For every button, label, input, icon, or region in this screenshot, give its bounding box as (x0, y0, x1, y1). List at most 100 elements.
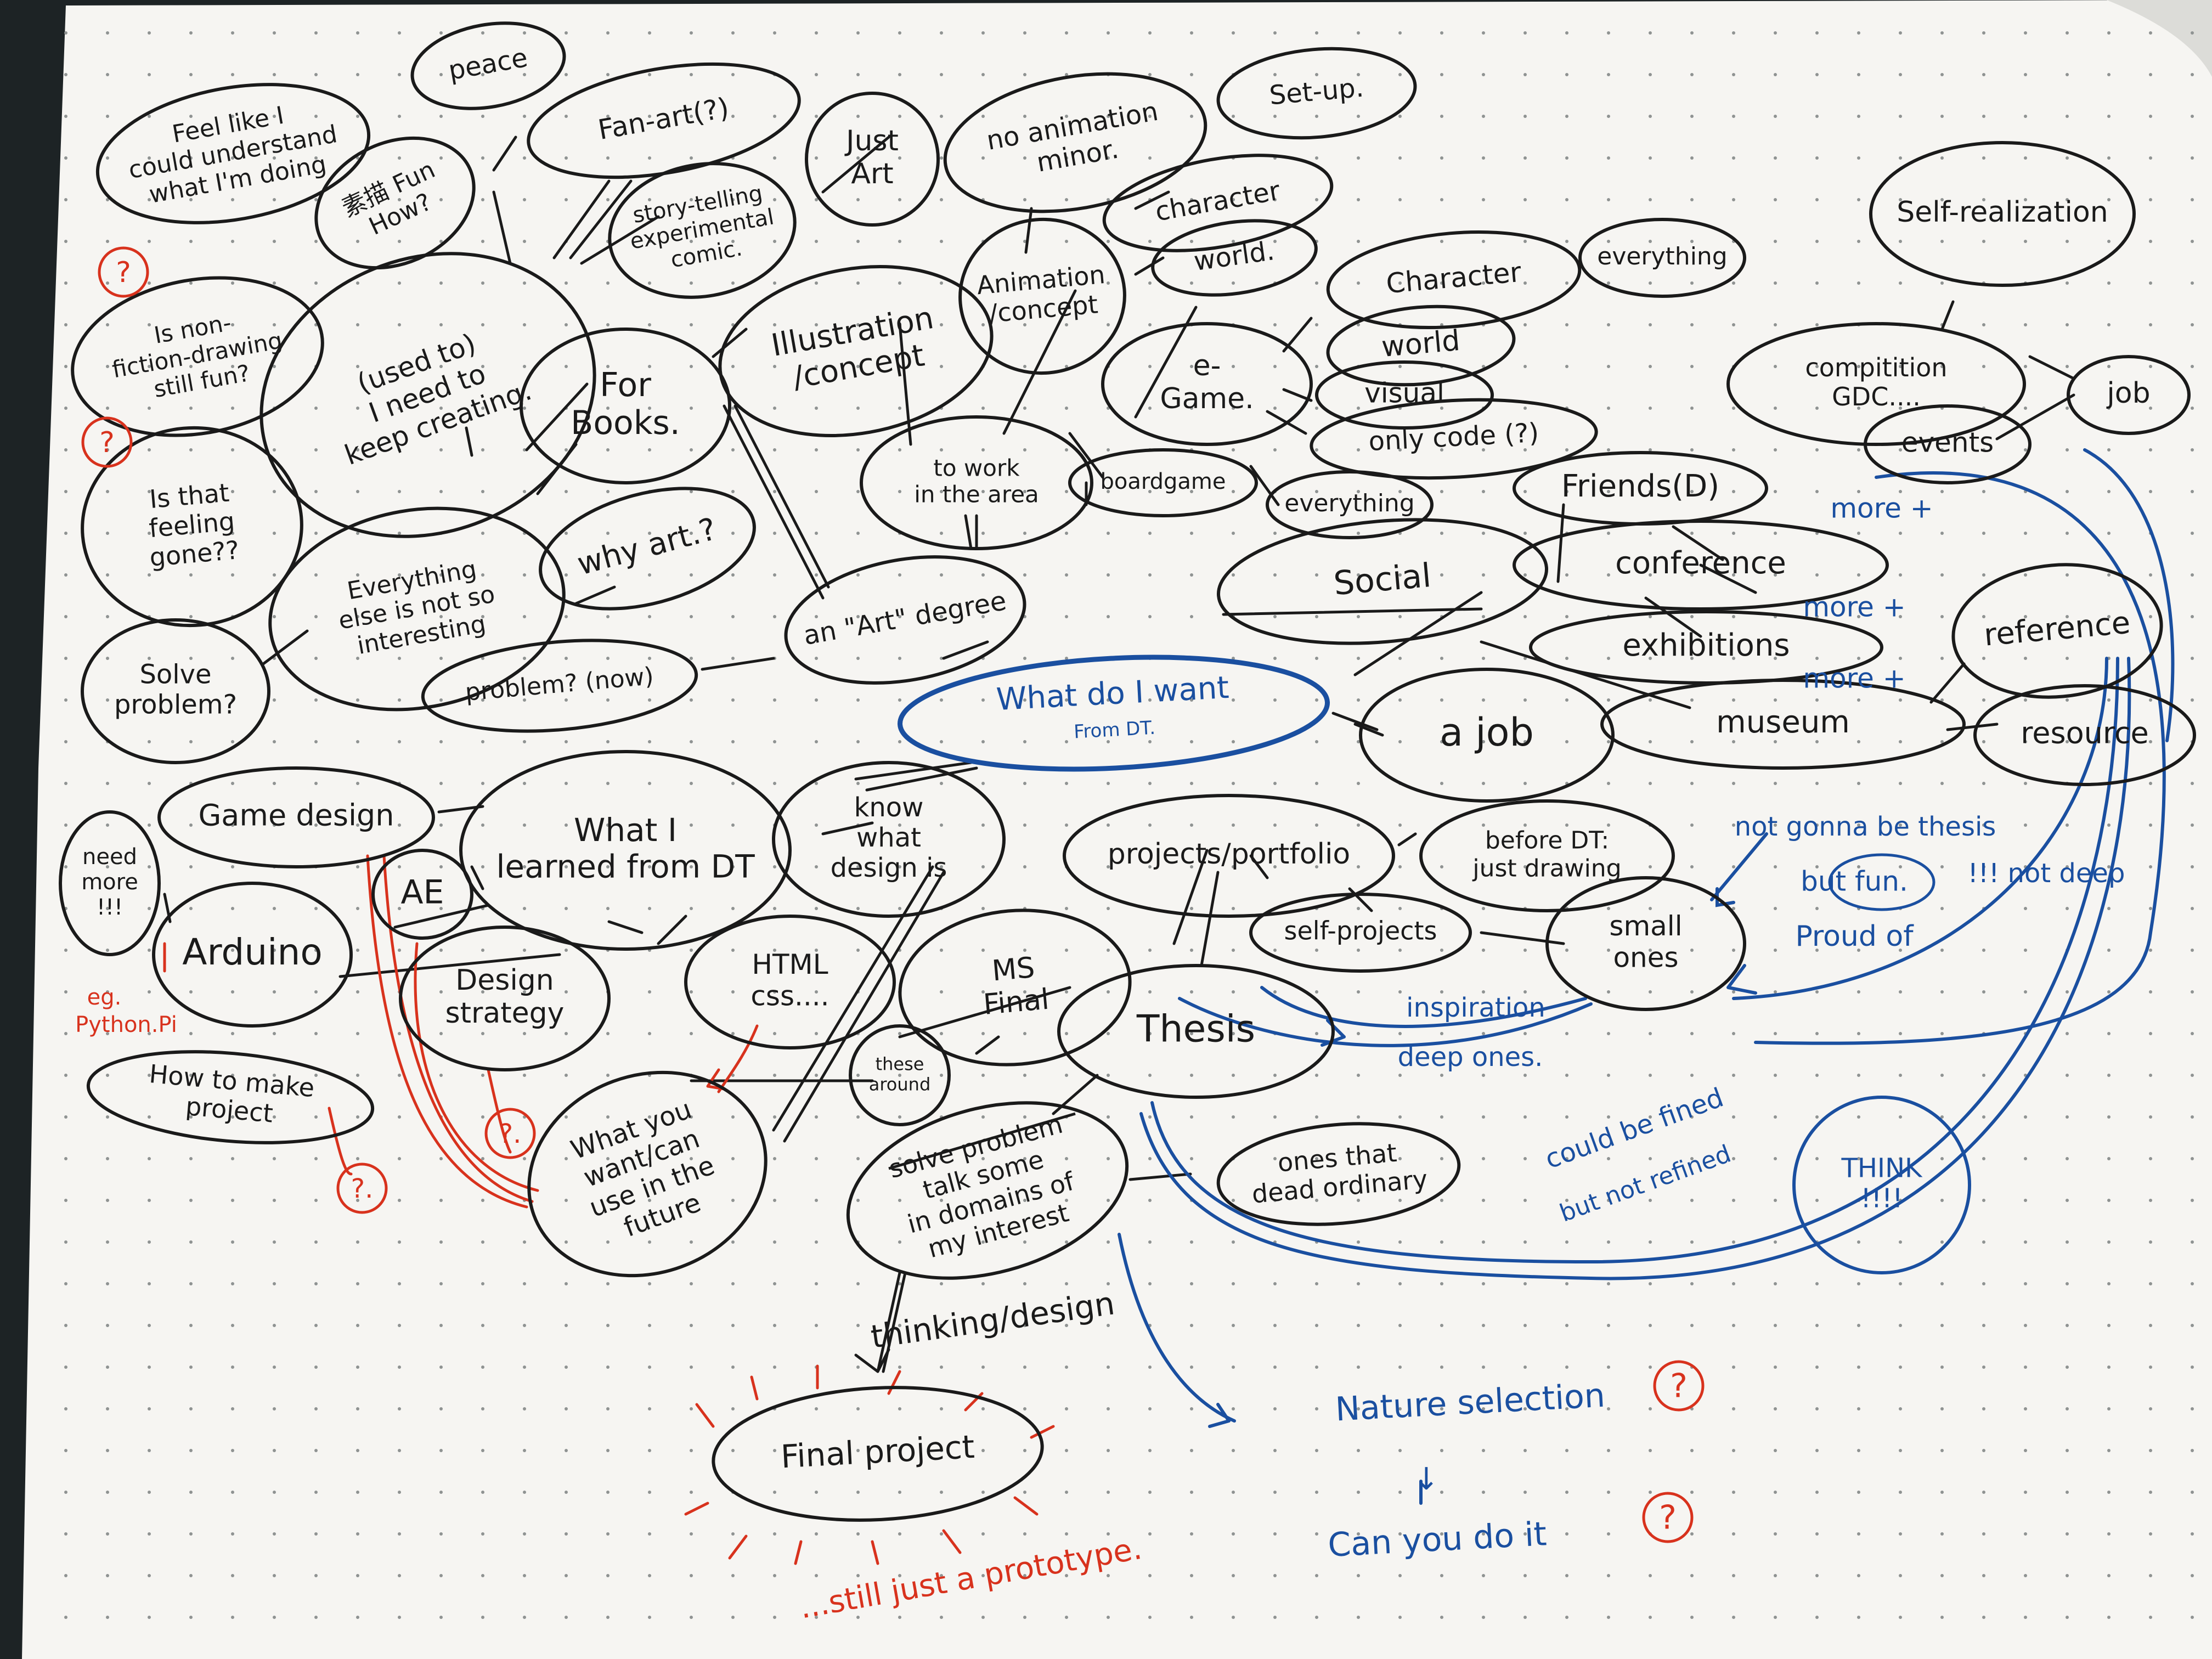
grid-dot (940, 823, 943, 827)
grid-dot (1690, 949, 1694, 952)
grid-dot (1482, 1157, 1485, 1160)
grid-dot (2024, 782, 2027, 785)
grid-dot (815, 782, 818, 785)
grid-dot (1732, 865, 1735, 868)
grid-dot (1065, 1616, 1068, 1619)
grid-dot (398, 1449, 401, 1452)
grid-dot (690, 949, 693, 952)
grid-dot (856, 490, 860, 493)
grid-dot (356, 323, 359, 326)
grid-dot (64, 1449, 67, 1452)
grid-dot (1565, 323, 1568, 326)
grid-dot (981, 1240, 985, 1244)
grid-dot (1482, 1491, 1485, 1494)
grid-dot (606, 73, 610, 76)
grid-dot (1440, 573, 1443, 577)
node-text: need (82, 844, 137, 870)
grid-dot (148, 782, 151, 785)
grid-dot (1940, 1240, 1944, 1244)
grid-dot (523, 740, 526, 743)
grid-dot (1190, 365, 1193, 368)
grid-dot (356, 907, 359, 910)
grid-dot (940, 698, 943, 702)
grid-dot (1982, 532, 1985, 535)
grid-dot (1857, 573, 1860, 577)
grid-dot (64, 1616, 67, 1619)
grid-dot (606, 156, 610, 160)
grid-dot (1107, 949, 1110, 952)
node-feel-like (95, 83, 371, 224)
grid-dot (231, 1282, 234, 1285)
grid-dot (1190, 990, 1193, 994)
grid-dot (1190, 198, 1193, 201)
grid-dot (1107, 1240, 1110, 1244)
grid-dot (2107, 990, 2111, 994)
grid-dot (981, 490, 985, 493)
node-text: Design (455, 964, 554, 997)
grid-dot (1565, 1491, 1568, 1494)
grid-dot (1940, 1532, 1944, 1536)
grid-dot (1815, 1324, 1819, 1327)
grid-dot (398, 823, 401, 827)
grid-dot (1357, 1616, 1360, 1619)
grid-dot (981, 615, 985, 618)
grid-dot (1940, 573, 1944, 577)
node-text: Social (1332, 556, 1432, 603)
grid-dot (1815, 698, 1819, 702)
grid-dot (856, 698, 860, 702)
grid-dot (565, 1532, 568, 1536)
grid-dot (648, 823, 651, 827)
grid-dot (64, 240, 67, 243)
grid-dot (1940, 1616, 1944, 1619)
grid-dot (1690, 1032, 1694, 1035)
grid-dot (773, 949, 776, 952)
grid-dot (1649, 573, 1652, 577)
grid-dot (356, 240, 359, 243)
grid-dot (1774, 240, 1777, 243)
grid-dot (1815, 31, 1819, 35)
grid-dot (1440, 240, 1443, 243)
grid-dot (981, 1449, 985, 1452)
grid-dot (356, 1157, 359, 1160)
question-circle (81, 416, 133, 468)
grid-dot (273, 573, 276, 577)
grid-dot (231, 1324, 234, 1327)
grid-dot (1023, 949, 1026, 952)
grid-dot (1398, 990, 1402, 994)
grid-dot (1940, 1115, 1944, 1119)
grid-dot (2149, 1491, 2152, 1494)
label-museum: museum (1716, 704, 1850, 740)
grid-dot (1774, 1407, 1777, 1410)
label-conference: conference (1615, 545, 1786, 581)
grid-dot (1315, 1115, 1318, 1119)
grid-dot (981, 1574, 985, 1577)
grid-dot (690, 1449, 693, 1452)
grid-dot (731, 615, 735, 618)
grid-dot (1982, 1199, 1985, 1202)
grid-dot (1732, 1449, 1735, 1452)
grid-dot (565, 1574, 568, 1577)
grid-dot (1107, 198, 1110, 201)
grid-dot (1482, 782, 1485, 785)
grid-dot (106, 365, 109, 368)
grid-dot (2149, 156, 2152, 160)
grid-dot (1190, 240, 1193, 243)
grid-dot (940, 31, 943, 35)
grid-dot (1523, 1449, 1527, 1452)
grid-dot (1565, 1199, 1568, 1202)
grid-dot (314, 1616, 318, 1619)
grid-dot (2107, 1532, 2111, 1536)
grid-dot (1232, 990, 1235, 994)
grid-dot (1982, 1574, 1985, 1577)
grid-dot (898, 31, 901, 35)
grid-dot (1774, 573, 1777, 577)
grid-dot (148, 1240, 151, 1244)
node-fun-how (314, 136, 476, 270)
grid-dot (398, 907, 401, 910)
grid-dot (1607, 949, 1610, 952)
grid-dot (2107, 1074, 2111, 1077)
grid-dot (2066, 407, 2069, 410)
